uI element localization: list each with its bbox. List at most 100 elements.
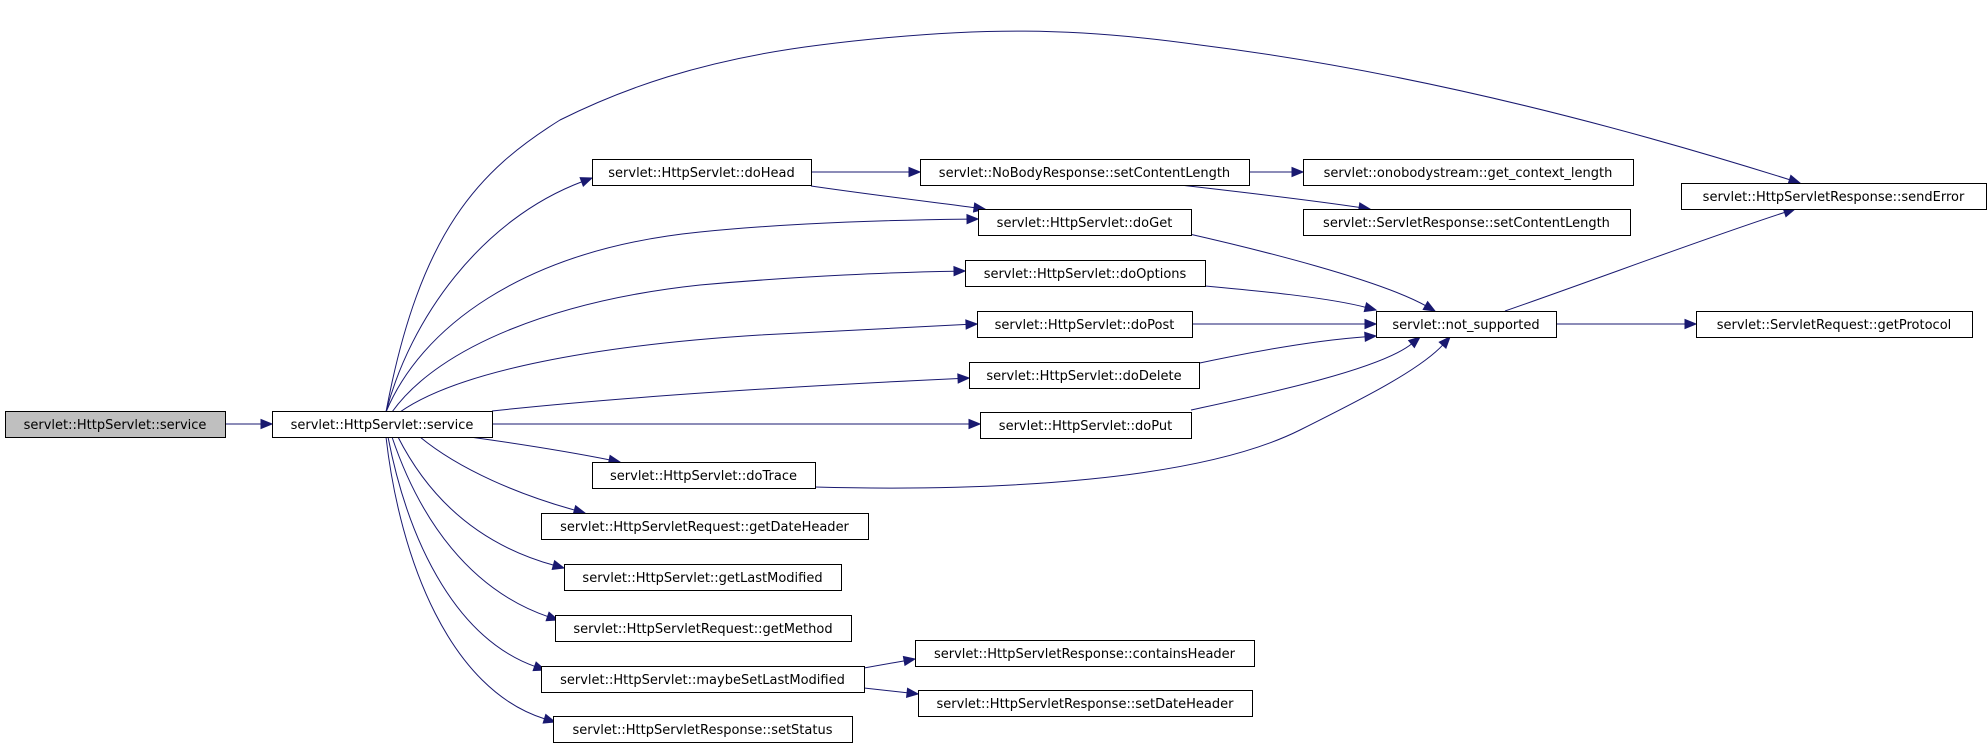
edge-service-to-getDateHeader	[419, 436, 576, 511]
node-label: servlet::not_supported	[1392, 318, 1539, 333]
node-label: servlet::onobodystream::get_context_leng…	[1324, 166, 1613, 181]
node-label: servlet::HttpServlet::getLastModified	[582, 571, 822, 586]
node-setDateHeader[interactable]: servlet::HttpServletResponse::setDateHea…	[918, 690, 1253, 717]
node-nbrSetContentLength[interactable]: servlet::NoBodyResponse::setContentLengt…	[920, 159, 1250, 186]
node-label: servlet::HttpServlet::doDelete	[986, 369, 1181, 384]
edge-service-to-doPut-arrowhead	[968, 418, 982, 430]
node-label: servlet::HttpServletRequest::getDateHead…	[560, 520, 849, 535]
edge-service-to-getMethod	[391, 436, 549, 618]
node-box[interactable]	[1681, 183, 1987, 210]
edge-service-to-doOptions	[391, 270, 956, 413]
node-maybeSetLastModified[interactable]: servlet::HttpServlet::maybeSetLastModifi…	[541, 666, 865, 693]
node-label: servlet::HttpServlet::doPut	[999, 419, 1172, 434]
edge-service-to-getLastModified	[397, 436, 555, 566]
edge-maybeSetLastModified-to-setDateHeader	[863, 687, 909, 694]
node-containsHeader[interactable]: servlet::HttpServletResponse::containsHe…	[915, 640, 1255, 667]
node-box[interactable]	[980, 412, 1192, 439]
node-doGet[interactable]: servlet::HttpServlet::doGet	[978, 209, 1192, 236]
node-box[interactable]	[592, 159, 812, 186]
edge-service-to-doOptions-arrowhead	[953, 265, 967, 277]
edge-doTrace-to-notSupported-arrowhead	[1438, 336, 1451, 350]
node-getMethod[interactable]: servlet::HttpServletRequest::getMethod	[555, 615, 852, 642]
node-root[interactable]: servlet::HttpServlet::service	[5, 411, 226, 438]
edge-nbrSetContentLength-to-getContextLength-arrowhead	[1291, 166, 1305, 178]
edge-doPut-to-notSupported-arrowhead	[1407, 336, 1422, 349]
edge-doTrace-to-notSupported	[814, 344, 1444, 489]
edge-service-to-maybeSetLastModified	[387, 436, 536, 668]
edge-doDelete-to-notSupported	[1194, 336, 1367, 365]
node-doDelete[interactable]: servlet::HttpServlet::doDelete	[969, 362, 1200, 389]
edge-service-to-getLastModified-arrowhead	[551, 559, 566, 571]
edge-service-to-setStatus-arrowhead	[542, 713, 557, 724]
node-box[interactable]	[977, 311, 1193, 338]
node-label: servlet::ServletResponse::setContentLeng…	[1323, 216, 1610, 231]
node-label: servlet::NoBodyResponse::setContentLengt…	[939, 166, 1230, 181]
node-box[interactable]	[553, 716, 853, 743]
node-box[interactable]	[592, 462, 816, 489]
edge-service-to-doGet	[385, 218, 969, 413]
node-getContextLength[interactable]: servlet::onobodystream::get_context_leng…	[1303, 159, 1634, 186]
edge-doPost-to-notSupported-arrowhead	[1364, 318, 1378, 330]
node-label: servlet::HttpServlet::doTrace	[610, 469, 797, 484]
node-label: servlet::HttpServletResponse::setDateHea…	[937, 697, 1235, 712]
edge-doHead-to-nbrSetContentLength-arrowhead	[908, 166, 922, 178]
edge-service-to-doHead-arrowhead	[579, 177, 594, 187]
edge-service-to-doDelete-arrowhead	[957, 373, 971, 384]
node-box[interactable]	[541, 666, 865, 693]
node-getProtocol[interactable]: servlet::ServletRequest::getProtocol	[1696, 311, 1973, 338]
node-sendError[interactable]: servlet::HttpServletResponse::sendError	[1681, 183, 1987, 210]
node-box[interactable]	[564, 564, 842, 591]
edge-nbrSetContentLength-to-srSetContentLength	[1179, 184, 1361, 208]
edges	[225, 30, 1802, 724]
node-box[interactable]	[965, 260, 1206, 287]
node-srSetContentLength[interactable]: servlet::ServletResponse::setContentLeng…	[1303, 209, 1631, 236]
node-box[interactable]	[915, 640, 1255, 667]
node-setStatus[interactable]: servlet::HttpServletResponse::setStatus	[553, 716, 853, 743]
node-label: servlet::HttpServlet::service	[24, 418, 207, 433]
node-label: servlet::HttpServlet::doOptions	[984, 267, 1187, 282]
node-label: servlet::HttpServletRequest::getMethod	[573, 622, 832, 637]
node-label: servlet::HttpServletResponse::containsHe…	[934, 647, 1236, 662]
edge-maybeSetLastModified-to-containsHeader	[863, 660, 906, 669]
edge-service-to-doDelete	[491, 378, 960, 412]
edge-doPut-to-notSupported	[1190, 343, 1413, 411]
edge-doHead-to-doGet	[810, 185, 976, 209]
edge-doGet-to-notSupported-arrowhead	[1422, 300, 1437, 312]
node-box[interactable]	[920, 159, 1250, 186]
node-box[interactable]	[1376, 311, 1557, 338]
node-box[interactable]	[272, 411, 493, 438]
node-box[interactable]	[5, 411, 226, 438]
node-doTrace[interactable]: servlet::HttpServlet::doTrace	[592, 462, 816, 489]
node-label: servlet::HttpServlet::maybeSetLastModifi…	[560, 673, 845, 688]
node-doOptions[interactable]: servlet::HttpServlet::doOptions	[965, 260, 1206, 287]
node-notSupported[interactable]: servlet::not_supported	[1376, 311, 1557, 338]
node-getLastModified[interactable]: servlet::HttpServlet::getLastModified	[564, 564, 842, 591]
edge-doOptions-to-notSupported	[1204, 285, 1367, 308]
node-doPut[interactable]: servlet::HttpServlet::doPut	[980, 412, 1192, 439]
edge-service-to-doPost	[399, 323, 968, 413]
node-box[interactable]	[918, 690, 1253, 717]
node-doPost[interactable]: servlet::HttpServlet::doPost	[977, 311, 1193, 338]
node-box[interactable]	[1303, 209, 1631, 236]
node-box[interactable]	[541, 513, 869, 540]
node-label: servlet::HttpServlet::doPost	[995, 318, 1175, 333]
node-service[interactable]: servlet::HttpServlet::service	[272, 411, 493, 438]
edge-maybeSetLastModified-to-setDateHeader-arrowhead	[905, 687, 920, 698]
edge-service-to-setStatus	[385, 436, 546, 720]
node-doHead[interactable]: servlet::HttpServlet::doHead	[592, 159, 812, 186]
edge-service-to-sendError	[385, 30, 1791, 413]
node-box[interactable]	[1696, 311, 1973, 338]
node-box[interactable]	[978, 209, 1192, 236]
node-label: servlet::ServletRequest::getProtocol	[1717, 318, 1952, 333]
edge-root-to-service-arrowhead	[260, 418, 274, 430]
node-getDateHeader[interactable]: servlet::HttpServletRequest::getDateHead…	[541, 513, 869, 540]
node-box[interactable]	[555, 615, 852, 642]
node-box[interactable]	[1303, 159, 1634, 186]
edge-doDelete-to-notSupported-arrowhead	[1364, 331, 1378, 343]
edge-service-to-sendError-arrowhead	[1787, 174, 1802, 185]
edge-notSupported-to-sendError	[1504, 211, 1786, 312]
node-box[interactable]	[969, 362, 1200, 389]
node-label: servlet::HttpServlet::doHead	[608, 166, 794, 181]
